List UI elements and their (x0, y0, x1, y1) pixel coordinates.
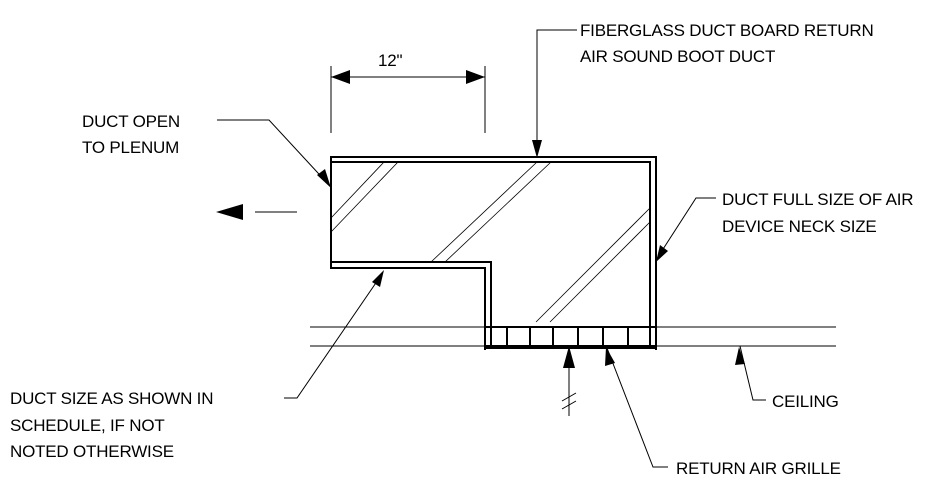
leader-duct-open (217, 119, 331, 188)
label-fiberglass-2: AIR SOUND BOOT DUCT (580, 47, 775, 66)
label-duct-size-1: DUCT SIZE AS SHOWN IN (10, 389, 213, 408)
label-full-size-2: DEVICE NECK SIZE (722, 217, 877, 236)
dimension-label: 12" (378, 51, 403, 70)
ceiling-lines (310, 326, 836, 347)
dimension-12in (330, 66, 486, 133)
label-duct-size-3: NOTED OTHERWISE (10, 442, 174, 461)
label-fiberglass-1: FIBERGLASS DUCT BOARD RETURN (580, 21, 874, 40)
label-return-grille: RETURN AIR GRILLE (676, 459, 841, 478)
leader-duct-size (284, 270, 384, 399)
leader-full-size (655, 197, 716, 262)
duct-boot-outline (330, 156, 657, 349)
duct-hatching (330, 161, 651, 323)
return-grille (484, 322, 657, 350)
label-duct-open-1: DUCT OPEN (82, 112, 180, 131)
leader-ceiling (735, 345, 766, 401)
airflow-up-arrow (561, 346, 577, 416)
label-full-size-1: DUCT FULL SIZE OF AIR (722, 190, 913, 209)
airflow-left-arrow (216, 204, 297, 220)
leader-fiberglass (532, 29, 577, 158)
leader-return-grille (605, 347, 668, 468)
label-ceiling: CEILING (772, 392, 839, 411)
label-duct-size-2: SCHEDULE, IF NOT (10, 416, 165, 435)
label-duct-open-2: TO PLENUM (82, 138, 179, 157)
